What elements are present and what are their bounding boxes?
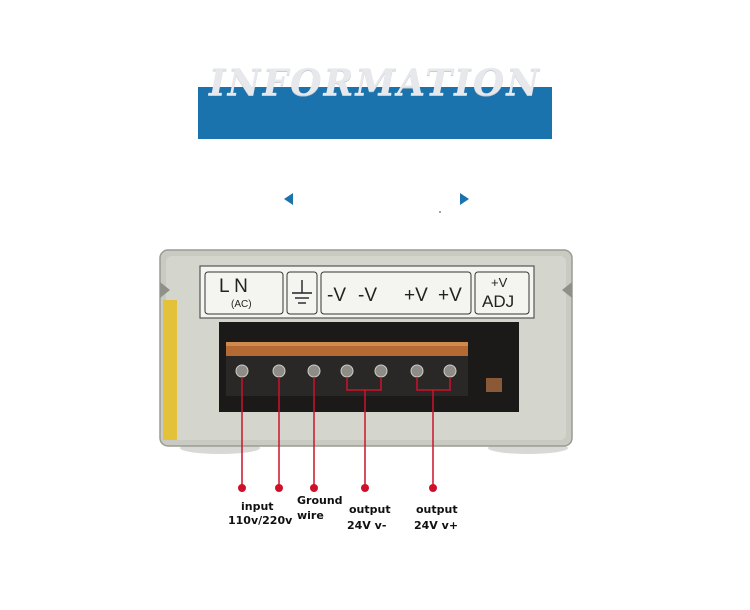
adj-potentiometer[interactable] (486, 378, 502, 392)
adj-top-label: +V (491, 275, 508, 290)
adj-bottom-label: ADJ (482, 292, 514, 311)
minus-v-label-1: -V (327, 285, 346, 306)
callout-lines (241, 377, 451, 488)
plus-v-label-2: +V (438, 285, 462, 306)
minus-v-label-2: -V (358, 285, 377, 306)
out-plus-callout-line2: 24V v+ (414, 519, 459, 532)
case-notch-right (562, 282, 572, 298)
out-plus-callout-line1: output (416, 503, 458, 516)
ground-symbol-icon (292, 280, 312, 304)
terminal-label-strip (199, 265, 535, 319)
info-banner (198, 87, 552, 139)
input-callout-line1: input (241, 500, 274, 513)
next-arrow-icon[interactable] (460, 193, 469, 205)
out-minus-callout-line2: 24V v- (347, 519, 387, 532)
callout-dots (238, 484, 437, 492)
nav-indicator (439, 211, 441, 213)
plus-v-label-1: +V (404, 285, 428, 306)
warning-sticker (163, 300, 177, 440)
banner-title: INFORMATION (208, 62, 542, 104)
ground-callout-line2: wire (297, 509, 324, 522)
input-callout-line2: 110v/220v (228, 514, 293, 527)
ac-label: (AC) (231, 299, 252, 310)
ground-callout-line1: Ground (297, 494, 343, 507)
previous-arrow-icon[interactable] (284, 193, 293, 205)
case-notch-left (160, 282, 170, 298)
ln-label: L N (219, 276, 248, 297)
out-minus-callout-line1: output (349, 503, 391, 516)
